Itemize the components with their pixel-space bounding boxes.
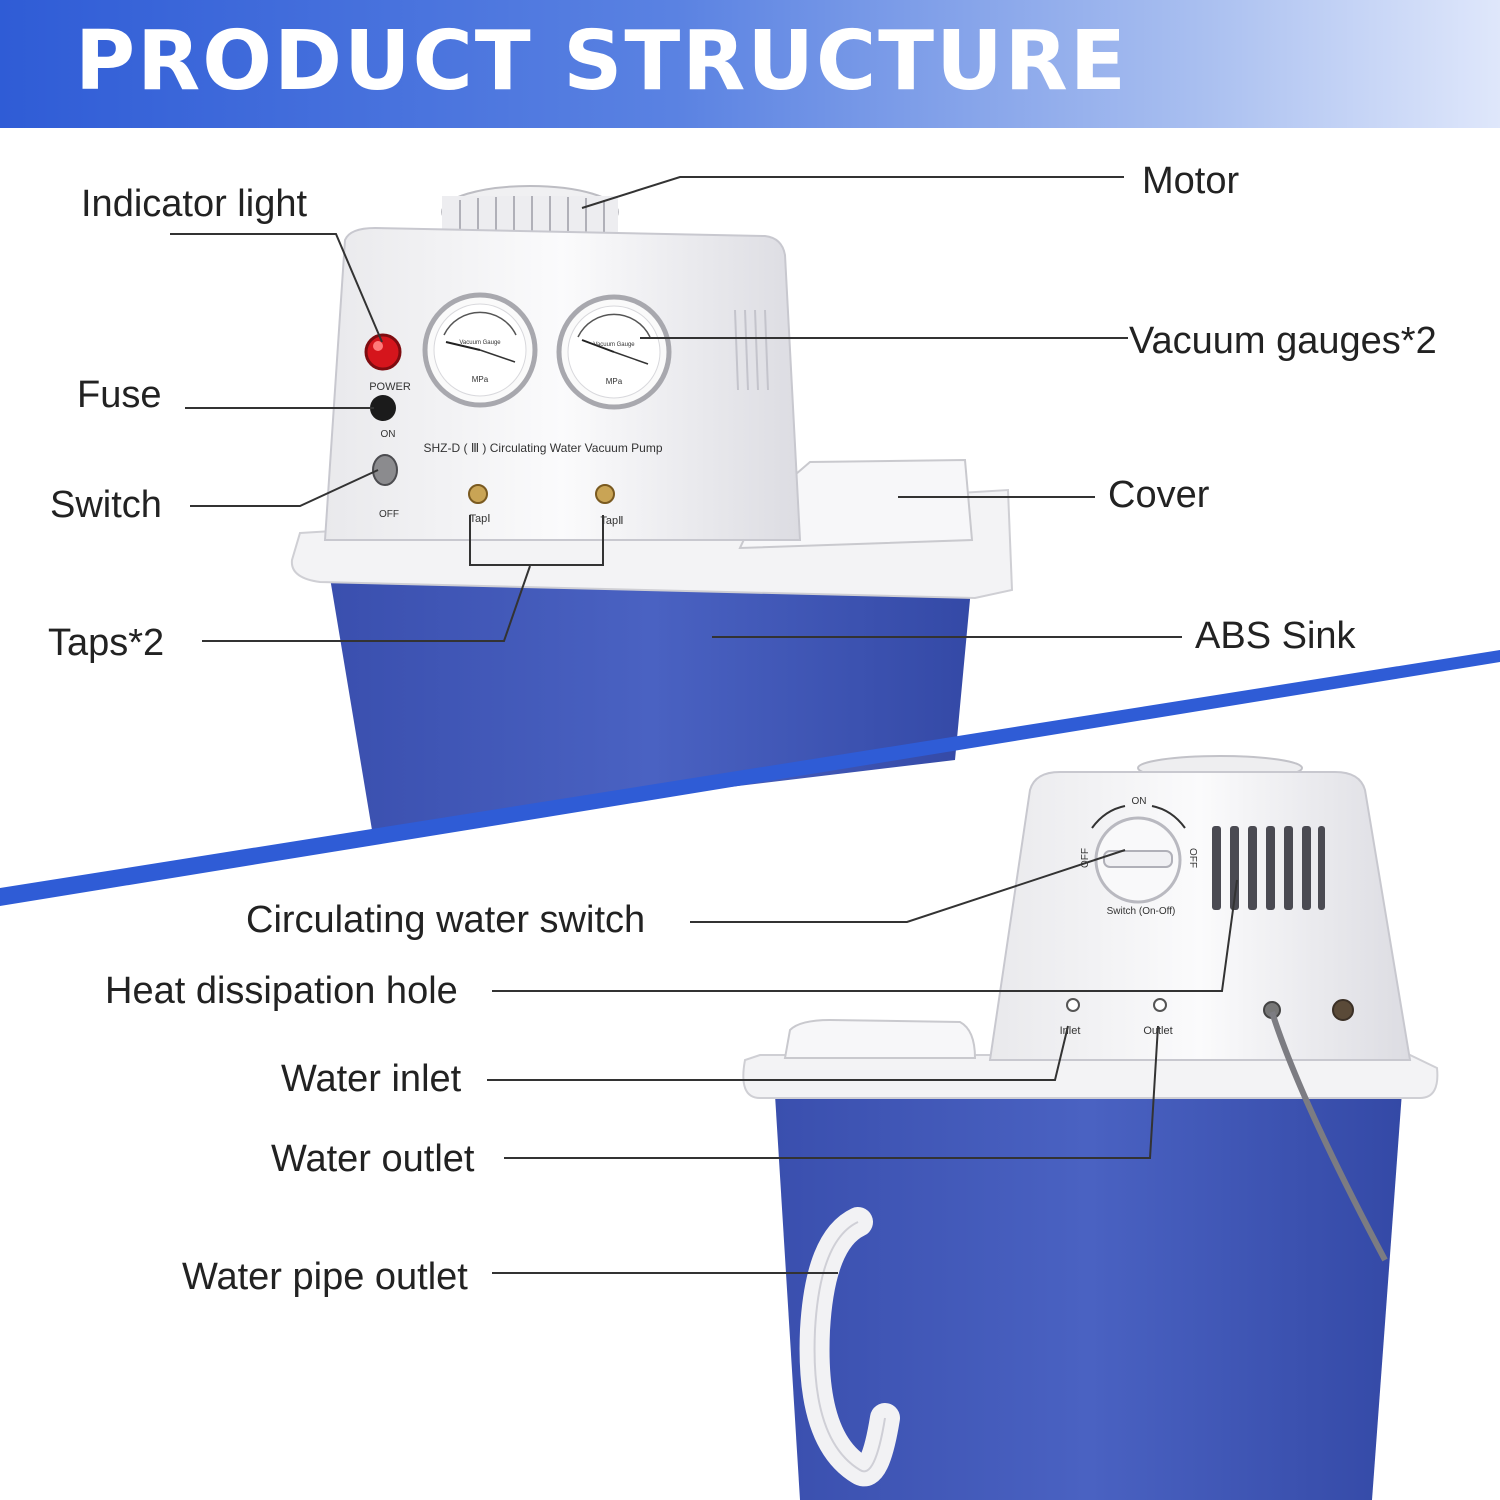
front-vacuum-gauge-2: MPa Vacuum Gauge [556,294,672,410]
svg-text:Vacuum Gauge: Vacuum Gauge [593,342,635,348]
front-indicator-light [364,333,402,371]
leader-indicator-light [170,233,383,343]
back-water-inlet [1066,998,1080,1012]
back-tray-rim [742,1054,1439,1099]
leader-water-outlet [504,1025,1159,1159]
front-tap-1 [468,484,488,504]
svg-text:Vacuum Gauge: Vacuum Gauge [459,340,501,346]
leader-motor [581,176,1124,209]
back-power-cord [1269,1011,1388,1262]
label-heat-dissipation-hole: Heat dissipation hole [105,970,458,1012]
label-switch: Switch [50,484,162,526]
label-water-pipe-outlet: Water pipe outlet [182,1256,468,1298]
front-tap1-text: TapⅠ [470,513,491,525]
leader-switch [190,469,379,507]
label-taps: Taps*2 [48,622,165,664]
svg-text:MPa: MPa [606,377,623,386]
svg-text:MPa: MPa [472,375,489,384]
diagonal-divider [0,650,1500,906]
label-cover: Cover [1108,474,1210,516]
leader-lines [170,176,1238,1274]
leader-water-inlet [487,1025,1069,1081]
front-off-text: OFF [379,509,399,520]
back-inlet-text: Inlet [1060,1025,1081,1037]
front-panel-text: SHZ-D ( Ⅲ ) Circulating Water Vacuum Pum… [424,441,663,455]
front-vacuum-gauge-1: MPa Vacuum Gauge [422,292,538,408]
label-motor: Motor [1142,160,1240,202]
label-abs-sink: ABS Sink [1195,615,1356,657]
front-device: POWER ON OFF MPa Vacuum Gauge MPa Vacuum… [290,185,1014,830]
header-banner: PRODUCT STRUCTURE [0,0,1500,128]
back-knob-on: ON [1132,796,1147,807]
label-indicator-light: Indicator light [81,183,308,225]
front-on-text: ON [381,429,396,440]
back-device: ON OFF OFF Switch (On-Off) Inlet Outlet [742,755,1439,1500]
back-cover [783,1018,977,1059]
back-knob-caption: Switch (On-Off) [1107,906,1176,917]
back-knob-off-right: OFF [1187,848,1198,868]
leader-taps [202,565,531,642]
back-water-outlet [1153,998,1167,1012]
label-water-inlet: Water inlet [281,1058,462,1100]
label-vacuum-gauges: Vacuum gauges*2 [1129,320,1437,362]
front-toggle-switch [372,454,398,486]
page-title: PRODUCT STRUCTURE [75,14,1128,109]
front-fuse [370,395,396,421]
leader-heat-dissipation-hole [492,879,1238,992]
back-heat-vents [1212,826,1325,910]
leader-taps-bracket [469,515,604,566]
front-tap-2 [595,484,615,504]
front-power-text: POWER [369,381,411,393]
leader-circulating-water-switch [690,849,1126,923]
back-knob-off-left: OFF [1080,848,1091,868]
front-tap2-text: TapⅡ [600,515,623,527]
label-fuse: Fuse [77,374,162,416]
back-abs-sink [775,1092,1402,1500]
label-water-outlet: Water outlet [271,1138,475,1180]
label-circulating-water-switch: Circulating water switch [246,899,646,941]
